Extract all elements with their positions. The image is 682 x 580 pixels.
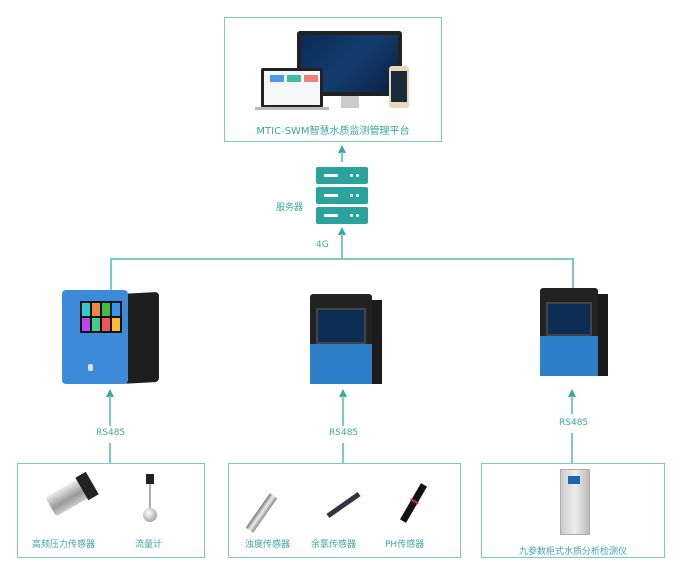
- arrow-up-icon: [568, 389, 576, 397]
- sensor-group-1: 高频压力传感器 流量计: [17, 463, 205, 558]
- pressure-sensor-image: [45, 471, 99, 517]
- bus-label: RS485: [96, 428, 126, 438]
- chlorine-sensor-image: [326, 492, 361, 518]
- phone-image: [389, 66, 409, 108]
- controller-tablet-image: [62, 290, 162, 386]
- bus-label: RS485: [329, 428, 359, 438]
- controller-box-image: [540, 288, 608, 380]
- arrow-up-icon: [338, 227, 346, 235]
- connector-line: [110, 258, 573, 260]
- platform-box: MTIC-SWM智慧水质监测管理平台: [224, 17, 442, 142]
- laptop-image: [261, 68, 323, 108]
- sensor-label: 高频压力传感器: [32, 540, 96, 550]
- arrow-up-icon: [338, 145, 346, 153]
- controller-box-image: [310, 294, 382, 386]
- sensor-label: PH传感器: [385, 540, 425, 550]
- ph-sensor-image: [399, 483, 428, 523]
- network-label: 4G: [316, 240, 329, 250]
- analyzer-cabinet-image: [560, 469, 590, 535]
- server-icon: [316, 167, 368, 225]
- arrow-up-icon: [339, 389, 347, 397]
- sensor-label: 浊度传感器: [245, 540, 291, 550]
- arrow-up-icon: [106, 389, 114, 397]
- bus-label: RS485: [559, 418, 589, 428]
- sensor-label: 余氯传感器: [311, 540, 357, 550]
- sensor-group-2: 浊度传感器 余氯传感器 PH传感器: [228, 463, 461, 558]
- turbidity-sensor-image: [245, 493, 278, 533]
- sensor-label: 流量计: [135, 540, 163, 550]
- analyzer-label: 九参数柜式水质分析检测仪: [518, 547, 627, 557]
- platform-label: MTIC-SWM智慧水质监测管理平台: [256, 126, 410, 137]
- flowmeter-image: [142, 474, 158, 524]
- analyzer-group: 九参数柜式水质分析检测仪: [481, 463, 665, 558]
- monitor-stand: [341, 96, 359, 108]
- server-label: 服务器: [276, 203, 304, 213]
